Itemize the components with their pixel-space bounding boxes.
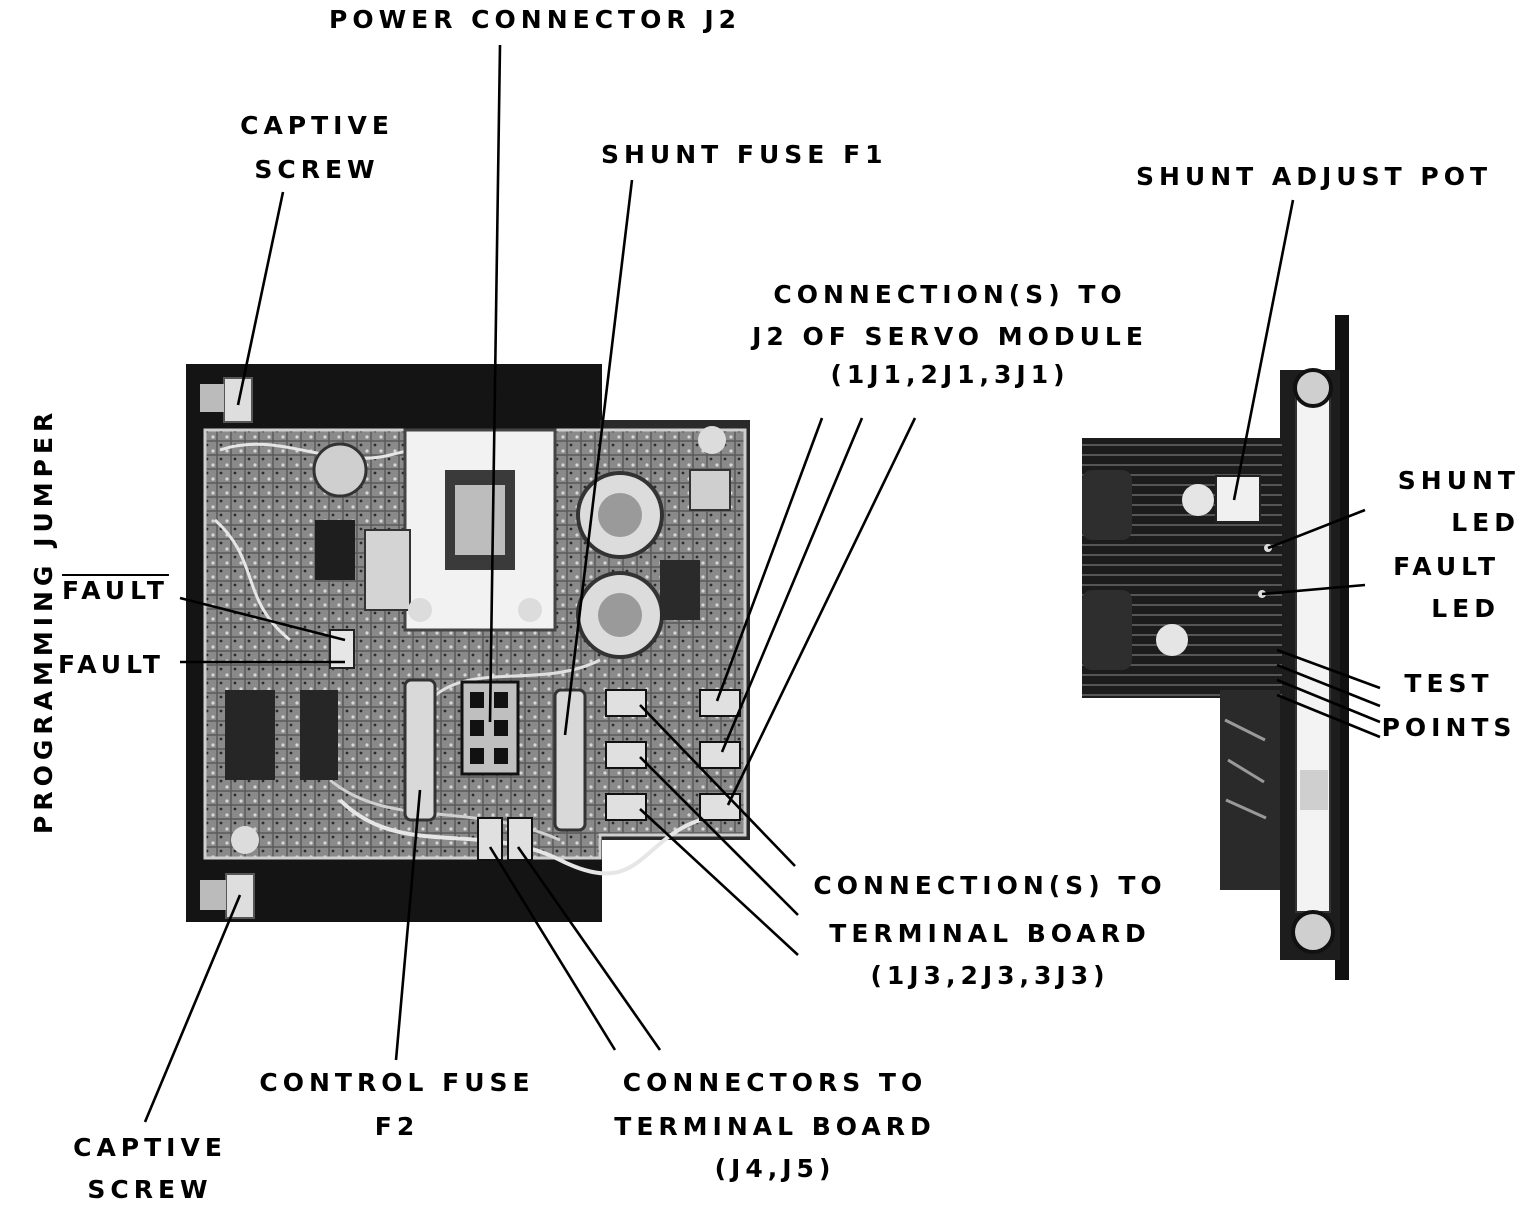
label-fault-bar: FAULT <box>62 576 169 605</box>
leader-shunt-pot <box>1232 199 1295 501</box>
leader-shunt-led <box>1267 508 1366 550</box>
ic-chip <box>225 690 275 780</box>
label-connectors-terminal-board: CONNECTORS TO TERMINAL BOARD (J4,J5) <box>600 1069 950 1183</box>
label-line: CONNECTION(S) TO <box>813 871 1167 900</box>
leader-shunt-fuse <box>563 179 634 736</box>
label-shunt-adjust-pot: SHUNT ADJUST POT <box>1136 162 1493 191</box>
leader-test-2 <box>1276 663 1381 708</box>
leader-test-4 <box>1276 693 1381 739</box>
label-control-fuse: CONTROL FUSE F2 <box>242 1069 552 1141</box>
label-line: (1J1,2J1,3J1) <box>830 360 1070 389</box>
label-line: F2 <box>374 1112 420 1141</box>
label-line: CONNECTORS TO <box>622 1068 928 1097</box>
leader-terminal-3 <box>639 808 799 956</box>
label-servo-connections: CONNECTION(S) TO J2 OF SERVO MODULE (1J1… <box>730 281 1170 389</box>
label-fault: FAULT <box>58 650 165 679</box>
leader-servo-1 <box>715 417 824 702</box>
leader-test-3 <box>1276 678 1381 724</box>
label-line: (1J3,2J3,3J3) <box>870 961 1110 990</box>
main-board-photo <box>186 364 750 922</box>
label-line: TEST <box>1404 669 1494 698</box>
leader-captive-screw-bottom <box>143 894 242 1123</box>
label-line: CONTROL FUSE <box>259 1068 535 1097</box>
ic-chip <box>364 529 411 611</box>
label-line: J2 OF SERVO MODULE <box>752 322 1148 351</box>
connector-1j3 <box>605 741 647 769</box>
connector-1j1 <box>605 689 647 717</box>
label-line: TERMINAL BOARD <box>614 1112 936 1141</box>
label-line: LED <box>1451 508 1520 537</box>
label-shunt-fuse: SHUNT FUSE F1 <box>601 140 888 169</box>
connector-j5 <box>507 817 533 861</box>
shunt-fuse-f1 <box>553 688 587 832</box>
label-line: SCREW <box>254 155 380 184</box>
label-line: SCREW <box>87 1175 213 1204</box>
label-power-connector: POWER CONNECTOR J2 <box>329 5 742 34</box>
leader-connector-j5 <box>516 846 662 1051</box>
label-captive-screw-top: CAPTIVE SCREW <box>232 112 402 184</box>
label-shunt-led: SHUNT LED <box>1340 467 1520 537</box>
label-fault-led: FAULT LED <box>1340 553 1500 623</box>
connector-j4 <box>477 817 503 861</box>
leader-fault-bar <box>179 596 346 642</box>
label-line: CAPTIVE <box>73 1133 227 1162</box>
label-line: TERMINAL BOARD <box>829 919 1151 948</box>
leader-lines <box>143 44 1381 1123</box>
leader-control-fuse <box>394 789 422 1061</box>
label-line: (J4,J5) <box>714 1154 836 1183</box>
label-line: FAULT <box>1393 552 1500 581</box>
label-line: LED <box>1431 594 1500 623</box>
leader-servo-3 <box>726 417 917 806</box>
ic-chip <box>315 520 355 580</box>
side-view-photo <box>1082 315 1349 980</box>
label-test-points: TEST POINTS <box>1374 670 1524 742</box>
leader-fault-led <box>1261 583 1366 596</box>
label-line: SHUNT <box>1397 466 1520 495</box>
leader-connector-j4 <box>488 846 617 1051</box>
control-fuse-f2 <box>403 678 437 822</box>
leader-terminal-1 <box>639 704 796 867</box>
ic-chip <box>300 690 338 780</box>
label-line: CAPTIVE <box>240 111 394 140</box>
leader-power-connector <box>488 44 502 723</box>
label-programming-jumper: PROGRAMMING JUMPER <box>29 407 58 834</box>
label-captive-screw-bottom: CAPTIVE SCREW <box>60 1134 240 1204</box>
leader-captive-screw-top <box>236 191 285 406</box>
label-line: POINTS <box>1381 713 1517 742</box>
connector-2j3 <box>605 793 647 821</box>
label-terminal-connections: CONNECTION(S) TO TERMINAL BOARD (1J3,2J3… <box>795 872 1185 990</box>
shunt-adjust-pot <box>1215 475 1261 523</box>
leader-terminal-2 <box>639 756 799 916</box>
leader-servo-2 <box>720 417 864 753</box>
leader-test-1 <box>1276 648 1381 690</box>
label-line: CONNECTION(S) TO <box>773 280 1127 309</box>
